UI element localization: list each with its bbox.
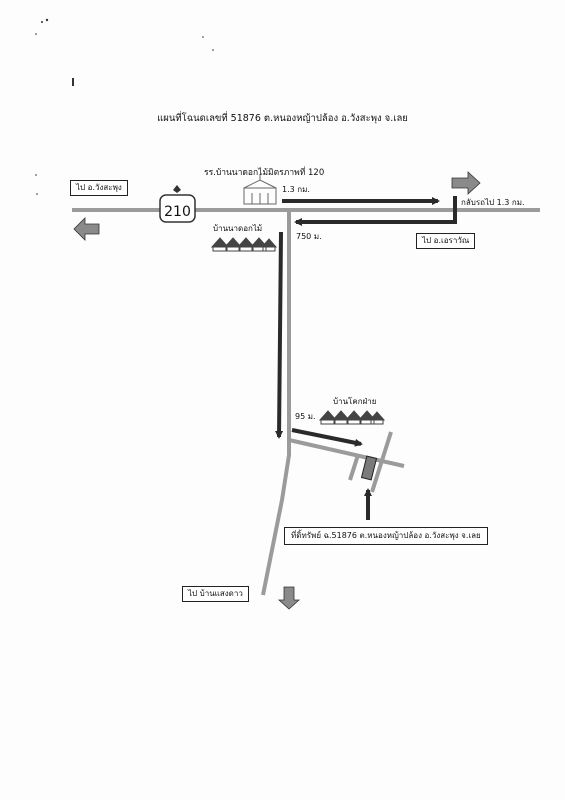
distance-u-turn: กลับรถไป 1.3 กม. (461, 198, 525, 207)
route-arrow-south (275, 231, 284, 439)
direction-arrow-west (73, 217, 100, 241)
school-building-icon (243, 174, 277, 205)
direction-box-erawan: ไป อ.เอราวัณ (416, 233, 476, 249)
route-arrows (275, 196, 457, 520)
village-branch-a (370, 431, 393, 493)
school-label: รร.บ้านนาดอกไม้มิตรภาพที่ 120 (204, 168, 325, 178)
map-title: แผนที่โฉนดเลขที่ 51876 ต.หนองหญ้าปล้อง อ… (157, 113, 408, 124)
distance-last-leg: 95 ม. (295, 412, 316, 421)
direction-box-wang-saphung: ไป อ.วังสะพุง (70, 180, 128, 196)
village-road (288, 438, 405, 468)
village-na-dok-mai-label: บ้านนาดอกไม้ (213, 224, 263, 233)
property-label-box: ที่ดิ้ทรัพย์ ฉ.51876 ต.หนองหญ้าปล้อง อ.ว… (284, 527, 488, 545)
road-network (72, 208, 540, 596)
village-branch-b (348, 454, 360, 481)
route-arrow-village (291, 428, 363, 447)
houses-icon-na-dok-mai (210, 237, 278, 252)
route-number: 210 (164, 204, 191, 220)
side-road-south (261, 210, 291, 596)
distance-first-leg: 1.3 กม. (282, 185, 310, 194)
scan-specks (35, 18, 214, 195)
route-210-shield: 210 (159, 185, 196, 223)
direction-arrow-east (451, 171, 481, 195)
direction-box-ban-saeng-dao: ไป บ้านแสงดาว (182, 586, 249, 602)
property-parcel (360, 455, 378, 481)
houses-icon-khok-fai (318, 410, 386, 425)
village-khok-fai-label: บ้านโคกฝ่าย (333, 397, 377, 406)
route-arrow-uturn (294, 196, 457, 226)
distance-south-leg: 750 ม. (296, 232, 322, 241)
direction-arrow-south (277, 586, 301, 610)
